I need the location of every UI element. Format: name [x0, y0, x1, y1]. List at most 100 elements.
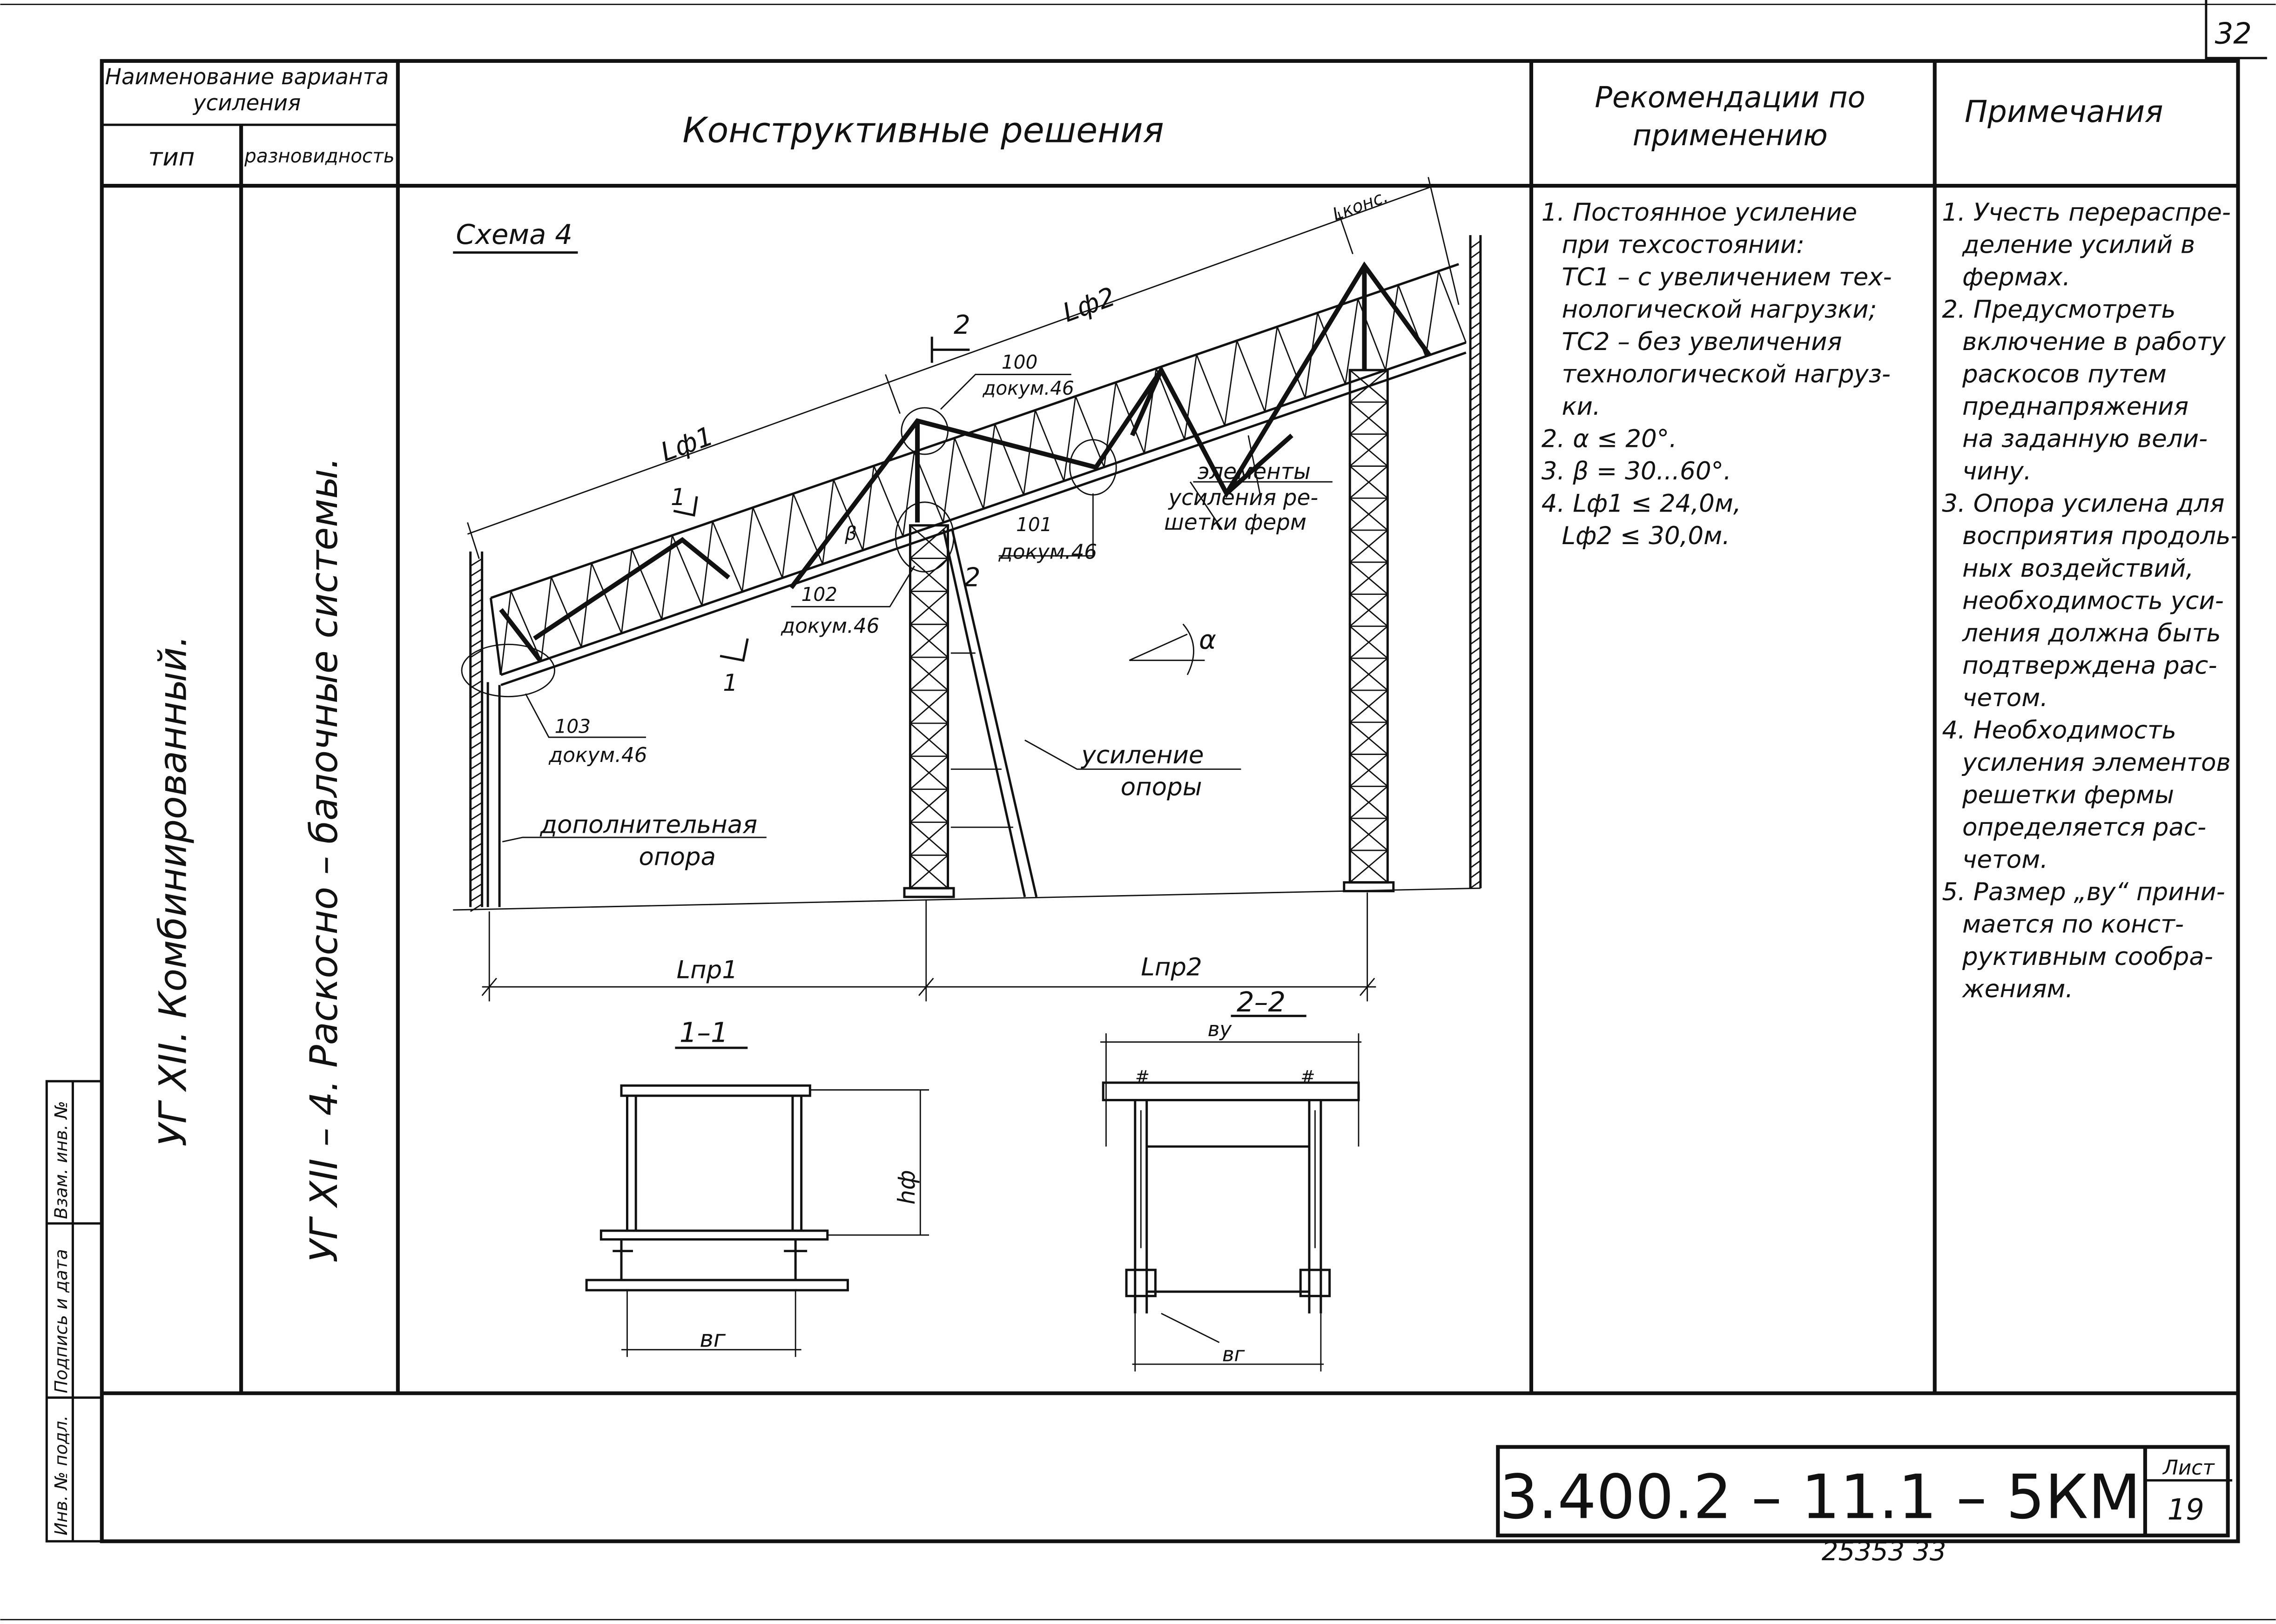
header-subtype: разновидность [244, 145, 395, 167]
truss-web-diagonal [1196, 354, 1226, 426]
truss-web-diagonal [1184, 354, 1198, 440]
note-line: 1. Учесть перераспре- [1942, 198, 2231, 227]
column-base [1343, 881, 1395, 892]
truss-web-diagonal [1317, 312, 1346, 384]
note-line: руктивным сообра- [1962, 943, 2213, 971]
recommendation-line: 2. α ≤ 20°. [1542, 425, 1677, 453]
truss-web-diagonal [752, 507, 783, 579]
recommendation-line: технологической нагруз- [1562, 360, 1891, 389]
truss-end-post [489, 598, 502, 675]
truss-web-diagonal [1023, 410, 1036, 495]
header-recommendations-2: применению [1633, 118, 1828, 152]
recommendation-line: ки. [1562, 392, 1600, 421]
truss-web-diagonal [591, 563, 622, 634]
section-2-2: 2–2 ву # # вг [1100, 986, 1362, 1372]
truss-web-diagonal [1385, 285, 1399, 371]
callout-102-number: 102 [801, 583, 837, 606]
note-line: 4. Необходимость [1942, 716, 2176, 744]
main-frame [100, 59, 2240, 1543]
truss-elements-label-3: шетки ферм [1164, 510, 1306, 535]
footer-number: 25353 33 [1822, 1536, 1946, 1567]
recommendation-line: Lф2 ≤ 30,0м. [1562, 522, 1730, 550]
header-recommendations-1: Рекомендации по [1595, 81, 1865, 115]
truss-web-diagonal [1264, 326, 1278, 412]
truss-web-diagonal [701, 521, 714, 606]
recommendation-line: ТС1 – с увеличением тех- [1562, 263, 1892, 291]
header-notes: Примечания [1965, 94, 2163, 129]
truss-web-diagonal [712, 521, 743, 592]
note-line: ления должна быть [1962, 619, 2221, 647]
note-line: преднапряжения [1962, 392, 2188, 421]
recommendation-line: 4. Lф1 ≤ 24,0м, [1542, 490, 1741, 518]
roof-truss [489, 263, 1467, 687]
section-2-2-b-y: ву [1208, 1018, 1232, 1041]
note-line: ных воздействий, [1962, 554, 2194, 583]
recommendation-line: ТС2 – без увеличения [1562, 328, 1842, 356]
extra-support-label-1: дополнительная [539, 811, 757, 839]
header-solutions: Конструктивные решения [682, 110, 1164, 151]
section-mark-2-bottom: 2 [964, 563, 981, 593]
truss-web-diagonal [1034, 410, 1065, 481]
ground-line [453, 887, 1481, 911]
dim-l-pr1: Lпр1 [676, 956, 738, 984]
scheme-title: Схема 4 [456, 218, 572, 250]
bottom-dimension-line: Lпр1 Lпр2 [481, 892, 1376, 1002]
support-reinforcement-strut [942, 529, 1038, 897]
sheet-number: 19 [2167, 1493, 2204, 1527]
corner-number-text: 32 [2215, 17, 2252, 51]
section-1-1-title: 1–1 [680, 1017, 728, 1049]
note-line: мается по конст- [1962, 910, 2184, 939]
section-2-2-b-g: вг [1222, 1343, 1246, 1367]
alpha-angle-mark [1129, 623, 1205, 675]
stamp-inv-orig: Инв. № подл. [51, 1415, 71, 1536]
truss-web-diagonal [551, 577, 582, 647]
section-mark-2-top: 2 [954, 310, 970, 340]
additional-support [486, 682, 501, 907]
note-line: решетки фермы [1962, 781, 2174, 809]
truss-web-diagonal [954, 438, 984, 509]
sheet-label: Лист [2162, 1456, 2215, 1480]
truss-web-diagonal [1276, 326, 1306, 398]
truss-web-diagonal [781, 493, 794, 578]
note-line: четом. [1962, 684, 2048, 712]
note-line: на заданную вели- [1962, 425, 2208, 453]
note-line: раскосов путем [1962, 360, 2167, 389]
recommendation-line: 1. Постоянное усиление [1542, 198, 1857, 227]
truss-reinforcement-members [499, 261, 1432, 662]
callout-101-number: 101 [1016, 513, 1052, 536]
column-base [903, 887, 955, 898]
truss-web-diagonal [672, 535, 703, 606]
recommendation-line: нологической нагрузки; [1562, 296, 1877, 324]
note-line: 3. Опора усилена для [1942, 490, 2224, 518]
truss-web-diagonal [1425, 271, 1440, 357]
callout-103-doc: докум.46 [548, 743, 647, 767]
callout-102-doc: докум.46 [781, 614, 879, 638]
truss-web-diagonal [1075, 396, 1105, 468]
truss-web-diagonal [540, 577, 552, 661]
truss-web-diagonal [994, 424, 1024, 495]
section-1-1: 1–1 hф вг [585, 1017, 929, 1357]
extra-support-label-2: опора [639, 842, 716, 871]
dim-l-pr2: Lпр2 [1141, 953, 1202, 981]
callout-circle-100 [901, 407, 949, 455]
bolt-icon: # [1300, 1066, 1315, 1087]
subtype-value: УГ XII – 4. Раскосно – балочные системы. [303, 457, 346, 1263]
section-2-2-title: 2–2 [1237, 986, 1286, 1018]
type-value: УГ XII. Комбинированный. [152, 635, 195, 1147]
note-line: необходимость уси- [1962, 586, 2224, 615]
callout-101-doc: докум.46 [998, 540, 1097, 564]
note-line: жениям. [1961, 975, 2073, 1004]
title-block: 3.400.2 – 11.1 – 5КМ Лист 19 [1496, 1445, 2232, 1537]
corner-page-number: 32 [2205, 0, 2267, 60]
header-variant-name-2: усиления [192, 91, 301, 116]
note-line: подтверждена рас- [1962, 651, 2217, 680]
support-reinforcement-label-1: усиление [1080, 741, 1204, 769]
left-wall [469, 551, 501, 912]
truss-web-diagonal [1063, 396, 1077, 481]
section-marks [673, 337, 970, 662]
callout-103-number: 103 [555, 715, 591, 738]
beta-angle-label: β [844, 522, 857, 545]
truss-elements-label-2: усиления ре- [1167, 485, 1318, 511]
truss-top-chord [490, 263, 1459, 599]
